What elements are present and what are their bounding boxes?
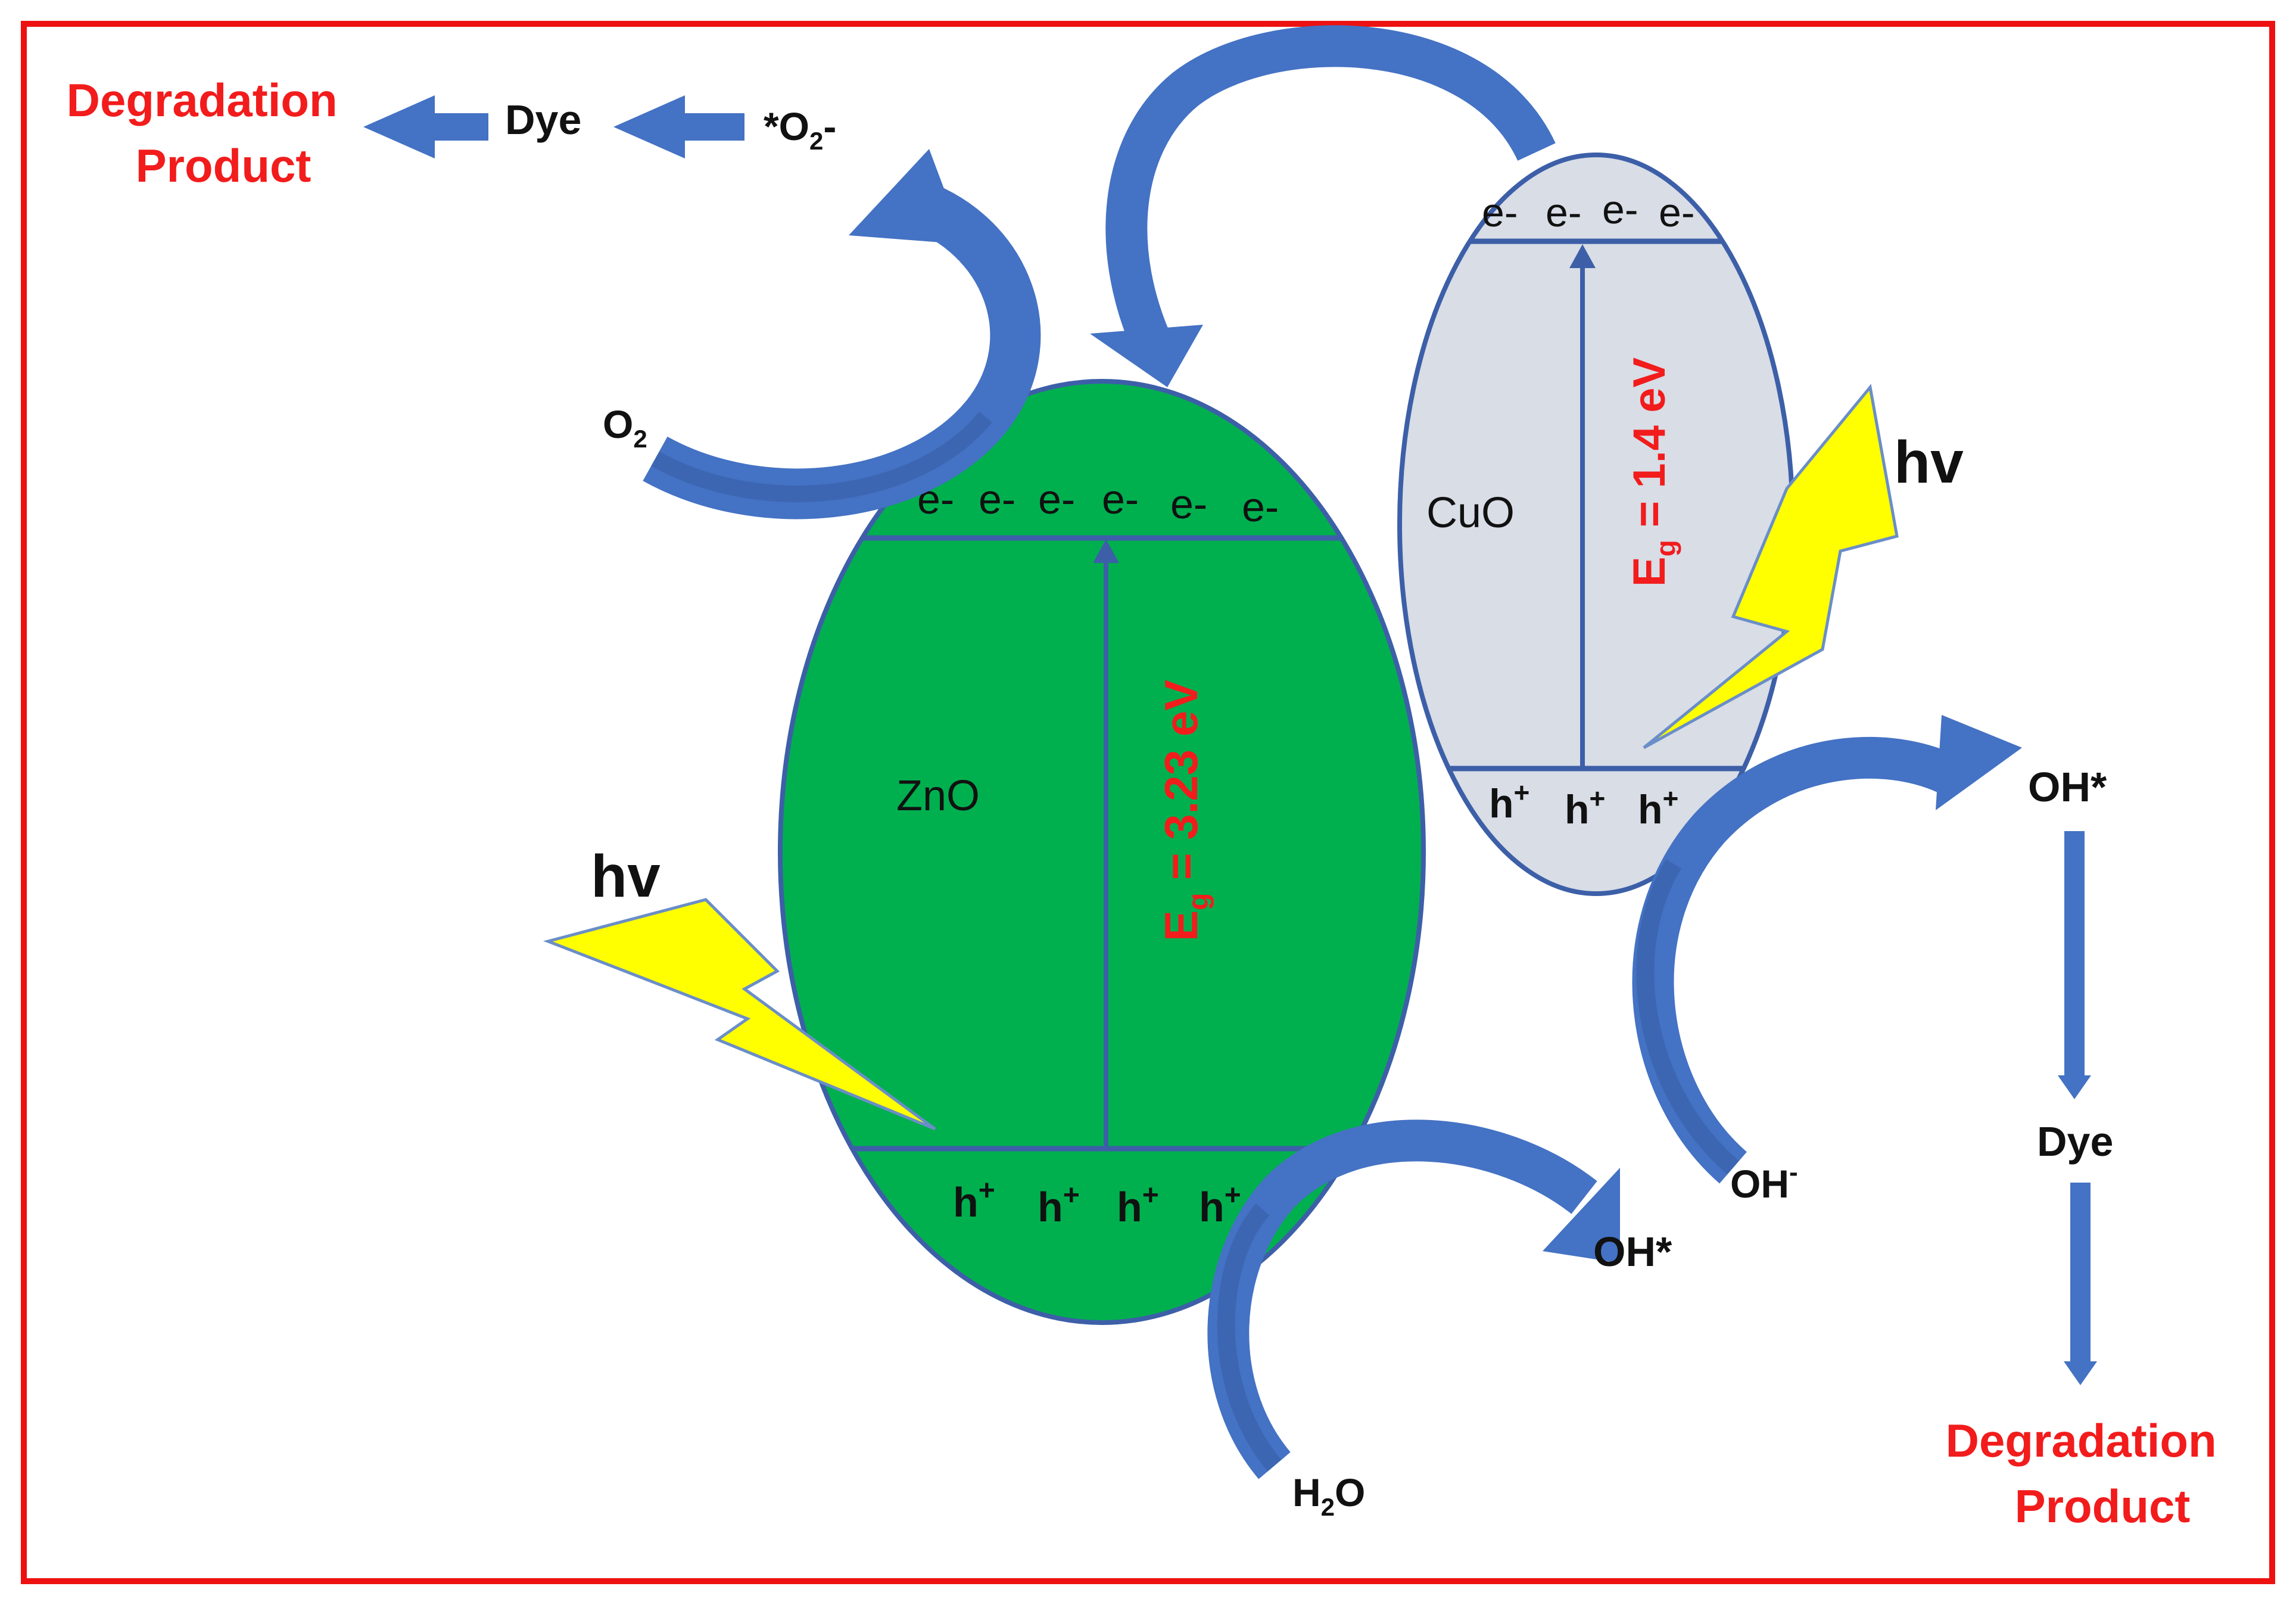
electron: e- [1170,481,1207,527]
dye-right-label: Dye [2037,1118,2113,1165]
superoxide-label: *O2- [764,104,836,155]
top-arrow-superoxide-to-dye [613,95,744,158]
electron: e- [1242,484,1279,530]
oh-minus-label: OH- [1730,1158,1798,1206]
oxygen-reduction-arrow [643,149,1041,520]
right-arrow-oh-to-dye [2058,831,2091,1099]
o2-label: O2 [603,402,647,453]
cuo-holes: h+ h+ h+ [1489,777,1678,832]
electron: e- [1038,476,1075,522]
electron-transfer-arrow [1090,25,1556,387]
zno-holes: h+ h+ h+ h+ [953,1175,1241,1230]
oh-radical-bottom-label: OH* [1593,1228,1672,1275]
hole: h+ [1565,783,1605,832]
hole: h+ [1038,1180,1080,1230]
hydroxide-oxidation-arrow [1632,715,2022,1184]
hole: h+ [1117,1180,1159,1230]
oh-radical-right-label: OH* [2028,764,2107,810]
hole: h+ [1199,1180,1241,1230]
cuo-electrons: e- e- e- e- [1482,187,1694,235]
lightning-bolt-right-icon [1643,384,1899,749]
electron: e- [979,476,1015,522]
lightning-bolt-left-icon [543,898,936,1131]
right-arrow-dye-to-product [2064,1183,2097,1385]
electron: e- [1102,476,1139,522]
h2o-label: H2O [1292,1470,1365,1521]
cuo-bandgap-label: Eg = 1.4 eV [1624,357,1681,587]
cuo-label: CuO [1426,489,1515,537]
top-arrow-dye-to-product [363,95,488,158]
electron: e- [1482,190,1518,235]
hole: h+ [1638,783,1678,832]
electron: e- [1546,190,1581,235]
light-label-right: hv [1894,429,1964,496]
zno-electrons: e- e- e- e- e- e- [917,476,1279,530]
dye-top-label: Dye [505,97,581,143]
water-oxidation-arrow [1207,1119,1620,1479]
hole: h+ [1489,777,1529,826]
electron: e- [1602,187,1638,232]
zno-particle: ZnO e- e- e- e- e- e- h+ h+ h+ h+ Eg = 3… [778,379,1426,1325]
zno-label: ZnO [896,772,980,820]
zno-bandgap-label: Eg = 3.23 eV [1155,680,1214,941]
figure-frame [21,21,2275,1584]
hole: h+ [953,1175,995,1225]
light-label-left: hv [591,843,661,910]
electron: e- [1659,190,1694,235]
degradation-product-right-label: Degradation Product [1946,1414,2230,1532]
degradation-product-top-label: Degradation Product [67,74,351,192]
